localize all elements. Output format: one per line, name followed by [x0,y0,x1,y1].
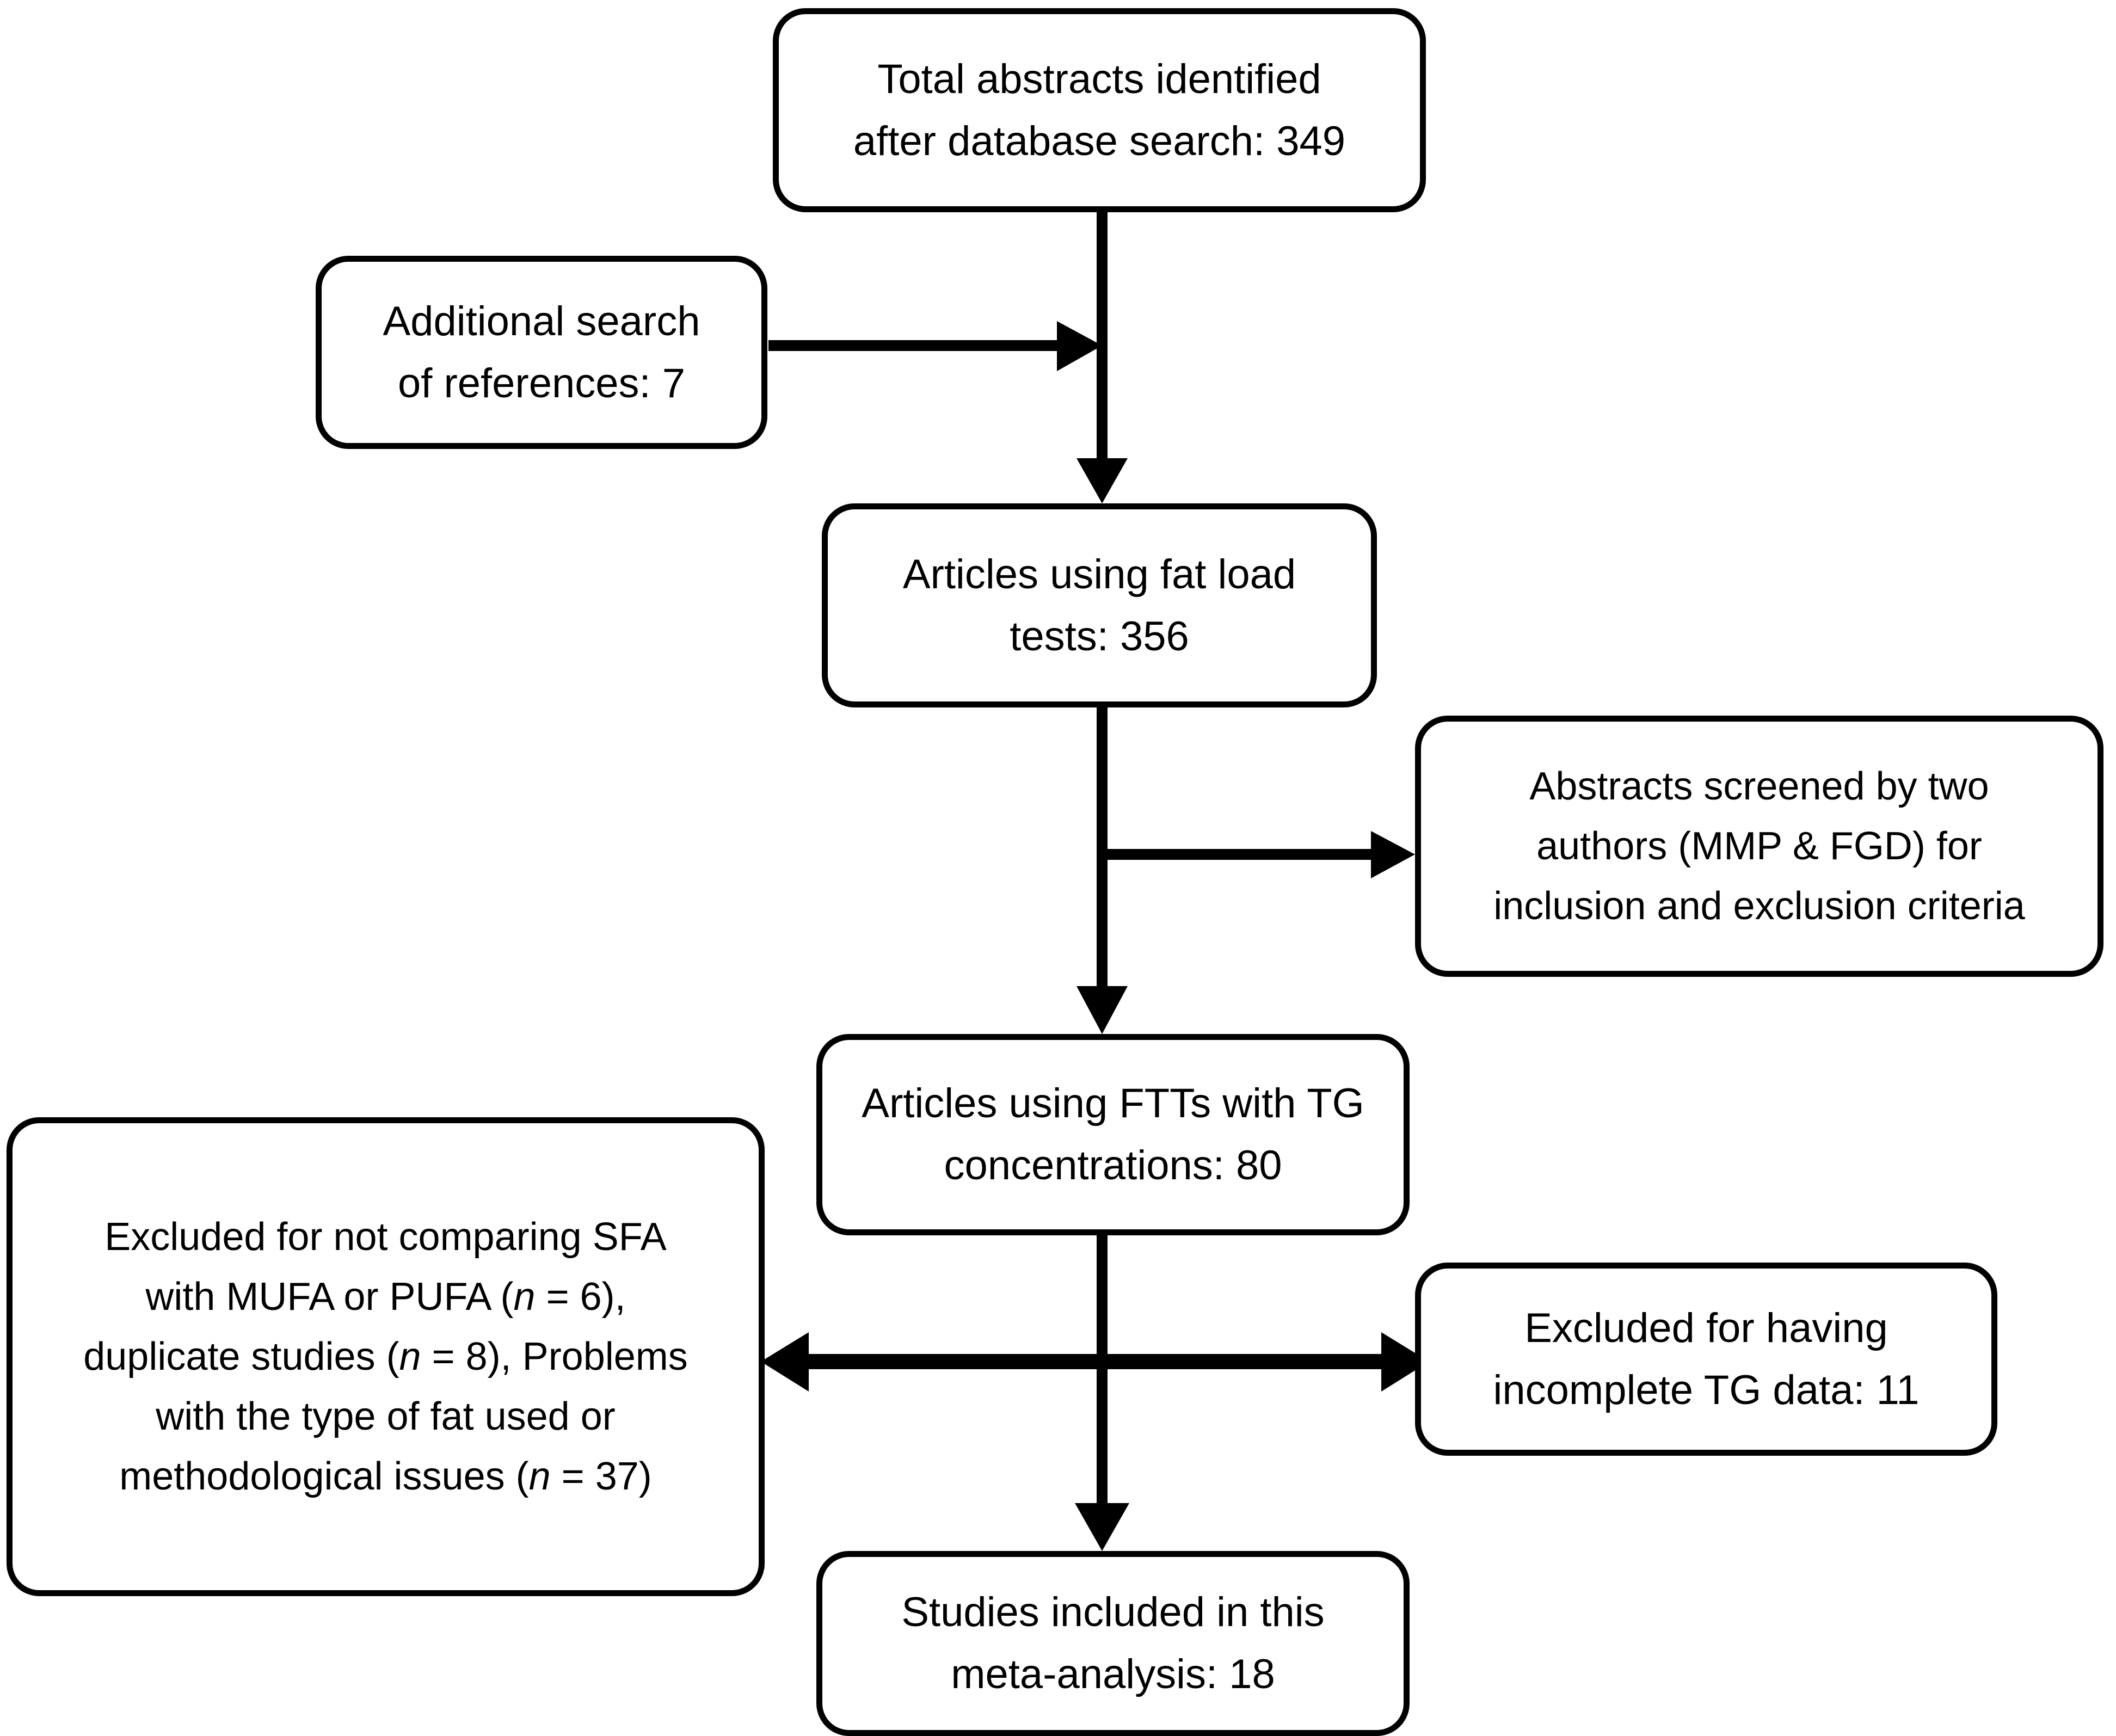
node-fat-load-tests-line-2: tests: 356 [1010,613,1189,660]
edge-exclusions-double [761,1332,1429,1392]
edge-ftts-to-included [1075,1235,1129,1551]
node-additional-search-line-1: Additional search [383,298,700,344]
node-excluded-not-comparing-line-3: duplicate studies (n = 8), Problems [83,1335,688,1378]
node-excluded-not-comparing-line-1: Excluded for not comparing SFA [104,1215,667,1259]
node-ftts-with-tg-line-1: Articles using FTTs with TG [862,1080,1364,1126]
node-total-abstracts[interactable]: Total abstracts identified after databas… [773,8,1426,212]
node-excluded-not-comparing-line-2: with MUFA or PUFA (n = 6), [145,1275,626,1319]
edge-fatload-to-ftts [1077,707,1128,1034]
edge-additional-to-trunk [768,321,1102,371]
node-studies-included-line-2: meta-analysis: 18 [951,1651,1275,1697]
node-additional-search-line-2: of references: 7 [397,360,686,407]
node-studies-included[interactable]: Studies included in this meta-analysis: … [816,1551,1410,1736]
edge-total-to-fatload [1077,212,1128,503]
node-total-abstracts-line-2: after database search: 349 [853,118,1346,164]
node-excluded-incomplete-tg-line-1: Excluded for having [1524,1304,1888,1351]
node-excluded-incomplete-tg[interactable]: Excluded for having incomplete TG data: … [1415,1263,1997,1456]
node-studies-included-line-1: Studies included in this [901,1589,1325,1635]
node-excluded-not-comparing-line-4: with the type of fat used or [156,1395,616,1438]
node-excluded-not-comparing-line-5: methodological issues (n = 37) [119,1455,652,1498]
node-excluded-incomplete-tg-line-2: incomplete TG data: 11 [1493,1366,1920,1413]
node-ftts-with-tg-line-2: concentrations: 80 [944,1142,1282,1189]
node-additional-search[interactable]: Additional search of references: 7 [316,256,767,449]
node-fat-load-tests-line-1: Articles using fat load [902,551,1296,598]
node-abstracts-screened-line-2: authors (MMP & FGD) for [1536,824,1982,868]
node-fat-load-tests[interactable]: Articles using fat load tests: 356 [822,503,1377,707]
node-total-abstracts-line-1: Total abstracts identified [877,56,1321,102]
node-abstracts-screened-line-1: Abstracts screened by two [1529,765,1989,808]
node-ftts-with-tg[interactable]: Articles using FTTs with TG concentratio… [816,1034,1410,1235]
node-abstracts-screened[interactable]: Abstracts screened by two authors (MMP &… [1415,716,2103,977]
node-excluded-not-comparing[interactable]: Excluded for not comparing SFA with MUFA… [7,1117,765,1596]
edge-fatload-to-screened [1102,831,1415,878]
node-abstracts-screened-line-3: inclusion and exclusion criteria [1493,884,2025,928]
